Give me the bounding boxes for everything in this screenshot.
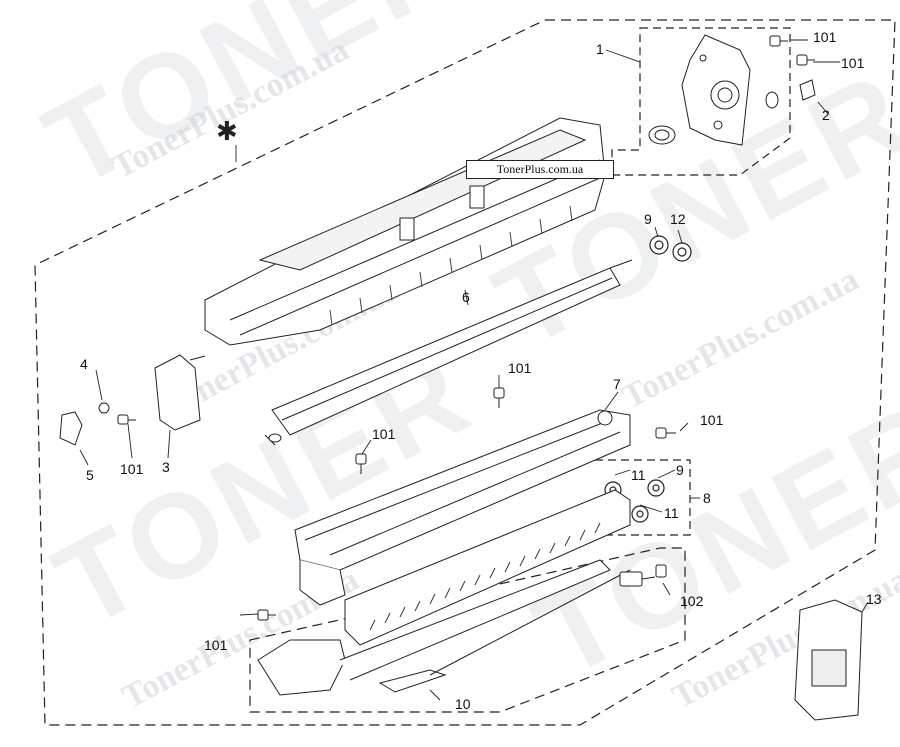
callout-3: 3 <box>162 459 170 475</box>
screw-icon <box>769 35 815 66</box>
callout-7: 7 <box>613 376 621 392</box>
group-8-boundary <box>595 459 691 536</box>
callout-101: 101 <box>120 461 144 477</box>
comb-guide <box>344 489 631 646</box>
left-bracket-parts <box>59 354 206 446</box>
group-1-boundary <box>611 27 791 176</box>
callout-10: 10 <box>455 696 471 712</box>
callout-12: 12 <box>670 211 686 227</box>
callout-101: 101 <box>508 360 532 376</box>
callout-101: 101 <box>841 55 865 71</box>
side-bracket <box>648 34 816 146</box>
callout-101: 101 <box>372 426 396 442</box>
screw-icon <box>257 387 676 621</box>
callout-8: 8 <box>703 490 711 506</box>
callout-13: 13 <box>866 591 882 607</box>
callout-9: 9 <box>644 211 652 227</box>
callout-1: 1 <box>596 41 604 57</box>
callout-6: 6 <box>462 289 470 305</box>
toner-pack-part-13 <box>794 599 863 721</box>
lower-tray-boundary <box>249 547 686 713</box>
callout-101: 101 <box>700 412 724 428</box>
callout-101: 101 <box>204 637 228 653</box>
callout-5: 5 <box>86 467 94 483</box>
sensor-part-10 <box>378 569 631 693</box>
callout-102: 102 <box>680 593 704 609</box>
callout-11: 11 <box>664 505 679 521</box>
callout-4: 4 <box>80 356 88 372</box>
lower-frame <box>257 559 611 696</box>
source-banner: TonerPlus.com.ua <box>466 160 614 179</box>
callout-11: 11 <box>631 467 646 483</box>
asterisk-marker: ✱ <box>216 116 238 146</box>
callout-2: 2 <box>822 107 830 123</box>
housing-part-7 <box>294 409 631 606</box>
assembly-boundary <box>34 19 896 726</box>
connector-icon <box>619 564 667 587</box>
callout-101: 101 <box>813 29 837 45</box>
roller-part-6 <box>264 259 633 446</box>
callout-9: 9 <box>676 462 684 478</box>
